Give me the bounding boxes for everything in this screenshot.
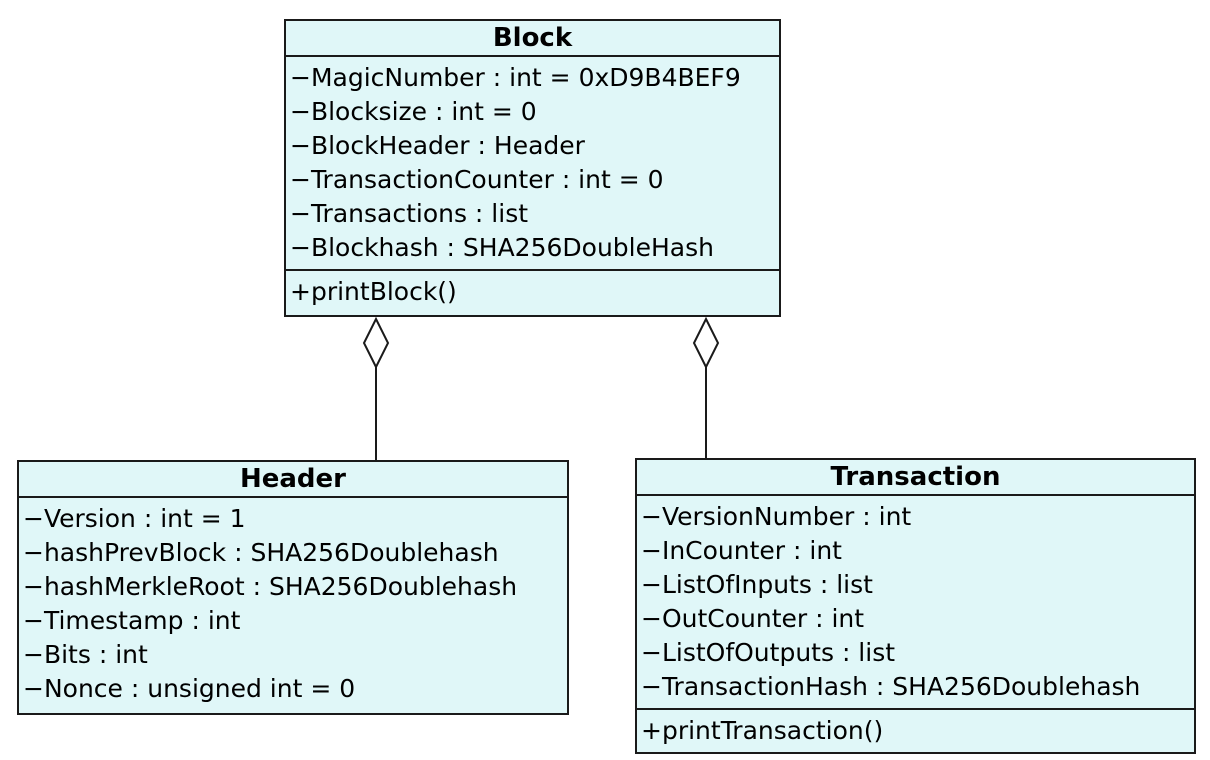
class-header: Header −Version : int = 1 −hashPrevBlock… — [17, 460, 569, 715]
operation-list: +printBlock() — [286, 269, 779, 313]
attribute-list: −Version : int = 1 −hashPrevBlock : SHA2… — [19, 498, 567, 710]
attribute: −Blockhash : SHA256DoubleHash — [290, 233, 714, 262]
aggregation-diamond-header — [362, 316, 390, 370]
attribute: −Blocksize : int = 0 — [290, 97, 537, 126]
class-transaction: Transaction −VersionNumber : int −InCoun… — [635, 458, 1196, 754]
operation: +printBlock() — [290, 277, 457, 306]
operation-list: +printTransaction() — [637, 708, 1194, 752]
attribute: −BlockHeader : Header — [290, 131, 585, 160]
attribute: −TransactionCounter : int = 0 — [290, 165, 664, 194]
attribute-list: −MagicNumber : int = 0xD9B4BEF9 −Blocksi… — [286, 57, 779, 269]
attribute: −Timestamp : int — [23, 606, 241, 635]
attribute: −hashMerkleRoot : SHA256Doublehash — [23, 572, 518, 601]
operation: +printTransaction() — [641, 716, 884, 745]
attribute: −ListOfInputs : list — [641, 570, 873, 599]
attribute: −Nonce : unsigned int = 0 — [23, 674, 356, 703]
aggregation-diamond-transaction — [692, 316, 720, 370]
attribute: −hashPrevBlock : SHA256Doublehash — [23, 538, 499, 567]
class-block: Block −MagicNumber : int = 0xD9B4BEF9 −B… — [284, 19, 781, 317]
class-name: Block — [286, 21, 779, 57]
attribute: −TransactionHash : SHA256Doublehash — [641, 672, 1141, 701]
attribute: −InCounter : int — [641, 536, 842, 565]
aggregation-block-header — [362, 316, 390, 460]
class-name: Transaction — [637, 460, 1194, 496]
attribute: −Version : int = 1 — [23, 504, 246, 533]
attribute: −ListOfOutputs : list — [641, 638, 896, 667]
attribute: −Bits : int — [23, 640, 148, 669]
attribute-list: −VersionNumber : int −InCounter : int −L… — [637, 496, 1194, 708]
aggregation-block-transaction — [692, 316, 720, 458]
attribute: −MagicNumber : int = 0xD9B4BEF9 — [290, 63, 741, 92]
class-name: Header — [19, 462, 567, 498]
attribute: −OutCounter : int — [641, 604, 865, 633]
attribute: −Transactions : list — [290, 199, 529, 228]
attribute: −VersionNumber : int — [641, 502, 912, 531]
